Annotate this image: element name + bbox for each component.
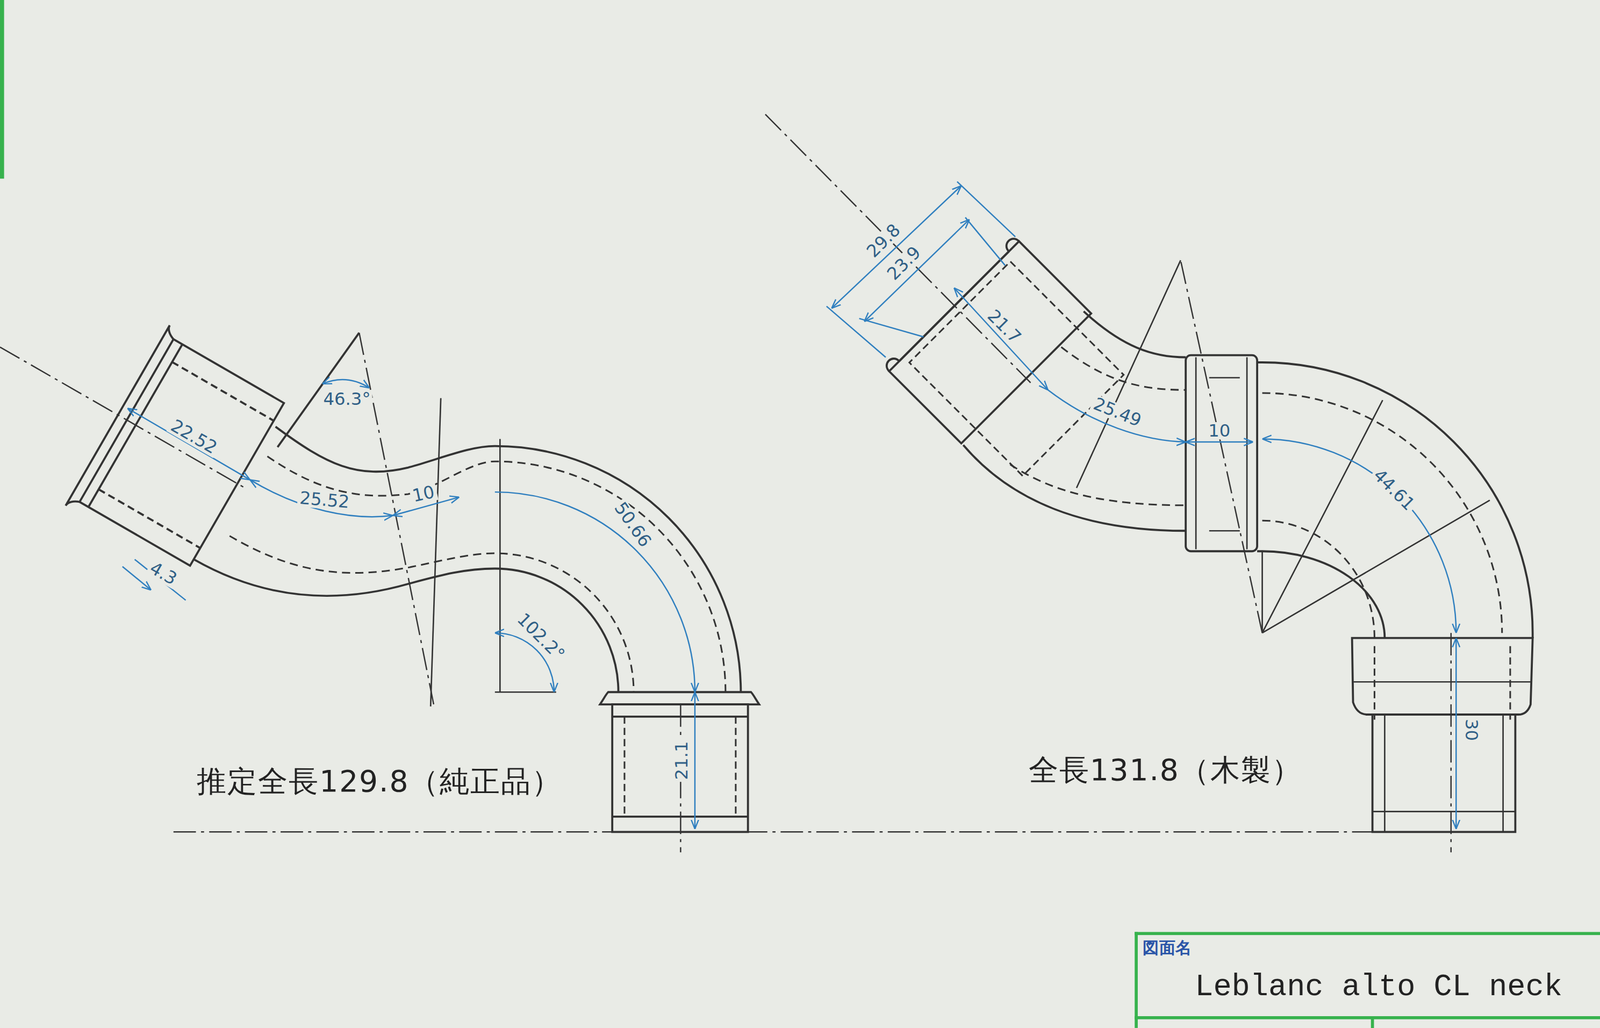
dimension-value: 30 bbox=[1462, 716, 1481, 743]
drawing-stroke bbox=[1352, 680, 1531, 683]
drawing-stroke bbox=[1185, 441, 1253, 443]
drawing-stroke bbox=[430, 397, 441, 706]
drawing-stroke bbox=[275, 426, 742, 693]
drawing-stroke bbox=[1010, 464, 1187, 506]
drawing-stroke bbox=[1180, 260, 1263, 633]
sheet-border bbox=[0, 0, 5, 179]
drawing-stroke bbox=[953, 287, 1049, 390]
drawing-stroke bbox=[826, 181, 1016, 358]
drawing-stroke bbox=[127, 407, 250, 480]
drawing-stroke bbox=[1372, 714, 1516, 832]
drawing-stroke bbox=[1262, 520, 1375, 638]
drawing-stroke bbox=[1048, 389, 1186, 442]
drawing-name: Leblanc alto CL neck bbox=[1194, 971, 1563, 1002]
center-lines bbox=[0, 114, 1452, 853]
dimension-value: 4.3 bbox=[145, 557, 182, 589]
drawing-stroke bbox=[0, 347, 246, 489]
drawing-stroke bbox=[494, 491, 695, 692]
upper-socket bbox=[883, 235, 1138, 491]
drawing-stroke bbox=[1262, 438, 1457, 633]
dimension-value: 10 bbox=[409, 482, 439, 506]
drawing-stroke bbox=[1185, 355, 1258, 552]
drawing-stroke bbox=[1083, 311, 1186, 357]
drawing-stroke bbox=[1455, 637, 1457, 829]
title-block-rule bbox=[1134, 1017, 1600, 1028]
dimension-value: 25.52 bbox=[297, 489, 353, 512]
dimension-value: 102.2° bbox=[512, 608, 570, 665]
drawing-stroke bbox=[612, 716, 749, 817]
drawing-stroke bbox=[88, 343, 183, 507]
dimension-value: 23.9 bbox=[883, 241, 926, 285]
drawing-stroke bbox=[1372, 714, 1516, 832]
drawing-stroke bbox=[1262, 392, 1503, 633]
caption-text: 全長131.8（木製） bbox=[1026, 755, 1304, 786]
dimension-value: 10 bbox=[1206, 421, 1233, 440]
dimension-value: 50.66 bbox=[610, 497, 656, 552]
drawing-stroke bbox=[1257, 362, 1533, 638]
dimension-value: 22.52 bbox=[166, 415, 222, 458]
drawing-stroke bbox=[1450, 632, 1452, 852]
drawing-stroke bbox=[65, 325, 179, 511]
drawing-stroke bbox=[249, 479, 393, 517]
drawing-stroke bbox=[694, 691, 696, 829]
upper-socket bbox=[65, 325, 290, 575]
drawing-stroke bbox=[194, 558, 619, 692]
title-block: 図面名Leblanc alto CL neck bbox=[1134, 931, 1600, 1028]
drawing-stroke bbox=[359, 332, 434, 705]
drawing-stroke bbox=[98, 361, 275, 548]
caption-text: 推定全長129.8（純正品） bbox=[195, 766, 565, 797]
drawing-stroke bbox=[1209, 377, 1240, 531]
original-neck bbox=[65, 325, 759, 832]
dimension-lines bbox=[122, 181, 1456, 829]
drawing-stroke bbox=[267, 456, 726, 693]
dimension-value: 44.61 bbox=[1368, 464, 1420, 516]
title-block-heading: 図面名 bbox=[1142, 940, 1192, 957]
drawing-stroke bbox=[963, 445, 1186, 531]
drawing-stroke bbox=[1262, 399, 1490, 633]
drawing-stroke bbox=[624, 716, 736, 817]
drawing-stroke bbox=[1352, 637, 1533, 715]
drawing-stroke bbox=[909, 261, 1124, 476]
drawing-stroke bbox=[173, 830, 1378, 832]
dimension-value: 21.1 bbox=[672, 738, 691, 782]
drawing-stroke bbox=[79, 339, 284, 566]
drawing-stroke bbox=[1374, 646, 1511, 720]
dimension-value: 46.3° bbox=[321, 390, 373, 408]
drawing-stroke bbox=[765, 114, 1031, 383]
drawing-stroke bbox=[1076, 260, 1181, 488]
wooden-neck bbox=[883, 235, 1533, 832]
drawing-stroke bbox=[599, 691, 759, 705]
drawing-stroke bbox=[899, 251, 1009, 362]
drawing-stroke bbox=[888, 241, 1092, 444]
drawing-stroke bbox=[1195, 357, 1247, 550]
drawing-stroke bbox=[612, 704, 749, 832]
drawing-stroke bbox=[322, 379, 370, 389]
drawing-stroke bbox=[1061, 347, 1187, 391]
